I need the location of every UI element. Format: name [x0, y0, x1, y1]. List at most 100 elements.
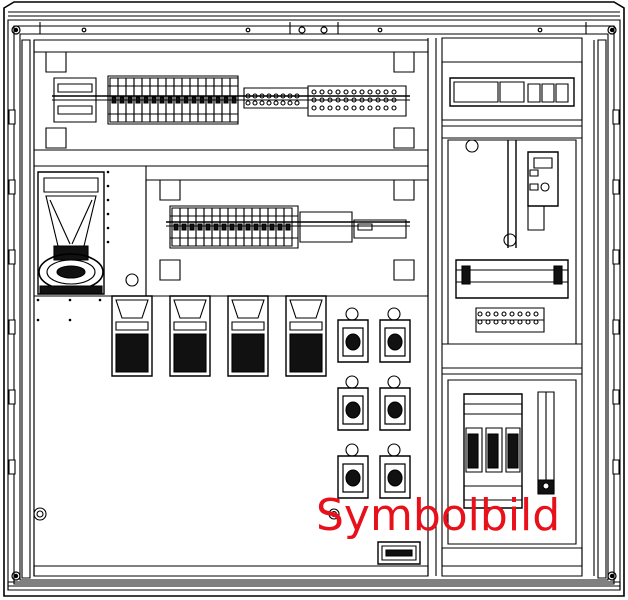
terminal-screw	[295, 94, 299, 98]
terminal-screw	[312, 90, 316, 94]
left-panel-dots	[36, 170, 110, 322]
terminal-screw	[526, 312, 530, 316]
terminal-screw	[274, 94, 278, 98]
cee-socket	[228, 296, 268, 376]
cee-socket	[286, 296, 326, 376]
breaker-pole	[268, 208, 276, 246]
breaker-pole	[188, 208, 196, 246]
terminal-screw	[494, 320, 498, 324]
terminal-screw	[502, 320, 506, 324]
terminal-screw	[392, 98, 396, 102]
breaker-pole	[220, 208, 228, 246]
schuko-socket	[338, 376, 368, 430]
terminal-screw	[253, 94, 257, 98]
terminal-screw	[352, 98, 356, 102]
corner-bolts	[12, 26, 616, 580]
terminal-screw	[344, 90, 348, 94]
top-din-section	[34, 40, 428, 166]
terminal-screw	[510, 312, 514, 316]
terminal-screw	[360, 90, 364, 94]
terminal-screw	[328, 106, 332, 110]
terminal-screw	[368, 98, 372, 102]
breaker-modules	[110, 78, 538, 324]
schuko-socket	[380, 308, 410, 362]
terminal-screw	[281, 101, 285, 105]
terminal-screw	[336, 98, 340, 102]
terminal-screw	[526, 320, 530, 324]
schuko-socket	[338, 308, 368, 362]
breaker-pole	[276, 208, 284, 246]
mid-breaker-row	[170, 206, 406, 248]
terminal-screw	[267, 94, 271, 98]
cee-socket	[170, 296, 210, 376]
breaker-pole	[180, 208, 188, 246]
terminal-screw	[376, 90, 380, 94]
terminal-screw	[352, 90, 356, 94]
terminal-screw	[352, 106, 356, 110]
terminal-screw	[320, 98, 324, 102]
schuko-socket	[380, 376, 410, 430]
terminal-screw	[281, 94, 285, 98]
terminal-screw	[518, 320, 522, 324]
breaker-pole	[260, 208, 268, 246]
terminal-screw	[384, 98, 388, 102]
breaker-pole	[230, 78, 238, 122]
breaker-pole	[204, 208, 212, 246]
terminal-screw	[328, 90, 332, 94]
terminal-screw	[368, 106, 372, 110]
breaker-pole	[244, 208, 252, 246]
terminal-screw	[260, 101, 264, 105]
terminal-screw	[320, 106, 324, 110]
terminal-screw	[320, 90, 324, 94]
cee-socket-large	[38, 172, 104, 294]
terminal-screw	[368, 90, 372, 94]
terminal-screw	[360, 98, 364, 102]
terminal-screw	[502, 312, 506, 316]
terminal-screw	[486, 320, 490, 324]
breaker-pole	[212, 208, 220, 246]
schuko-socket	[380, 444, 410, 498]
terminal-screw	[534, 320, 538, 324]
terminal-screw	[510, 320, 514, 324]
terminal-screw	[534, 312, 538, 316]
enclosure-frame	[4, 2, 624, 596]
terminal-screw	[253, 101, 257, 105]
terminal-screw	[376, 98, 380, 102]
breaker-pole	[236, 208, 244, 246]
terminal-screw	[336, 90, 340, 94]
socket-group-cee	[112, 296, 326, 376]
terminal-screw	[295, 101, 299, 105]
cee-socket	[112, 296, 152, 376]
breaker-pole	[228, 208, 236, 246]
socket-group-schuko	[338, 308, 410, 498]
terminal-screw	[274, 101, 278, 105]
terminal-screw	[246, 101, 250, 105]
breaker-pole	[172, 208, 180, 246]
side-latches	[9, 110, 619, 474]
terminal-screw	[312, 98, 316, 102]
terminal-screw	[288, 94, 292, 98]
main-breaker-unit	[442, 140, 582, 374]
terminal-screw	[518, 312, 522, 316]
breaker-pole	[196, 208, 204, 246]
terminal-screw	[376, 106, 380, 110]
terminal-screw	[267, 101, 271, 105]
terminal-screw	[392, 90, 396, 94]
terminal-screw	[344, 106, 348, 110]
terminal-screw	[384, 90, 388, 94]
terminal-screw	[360, 106, 364, 110]
terminal-screw	[344, 98, 348, 102]
terminal-screw	[494, 312, 498, 316]
terminal-screw	[486, 312, 490, 316]
terminal-screw	[336, 106, 340, 110]
terminal-block-bottom	[378, 542, 420, 564]
top-right-device	[442, 62, 582, 138]
terminal-screw	[478, 320, 482, 324]
terminal-screw	[312, 106, 316, 110]
breaker-pole	[284, 208, 292, 246]
schuko-socket	[338, 444, 368, 498]
terminal-screw	[328, 98, 332, 102]
terminal-screw	[246, 94, 250, 98]
terminal-screw	[260, 94, 264, 98]
